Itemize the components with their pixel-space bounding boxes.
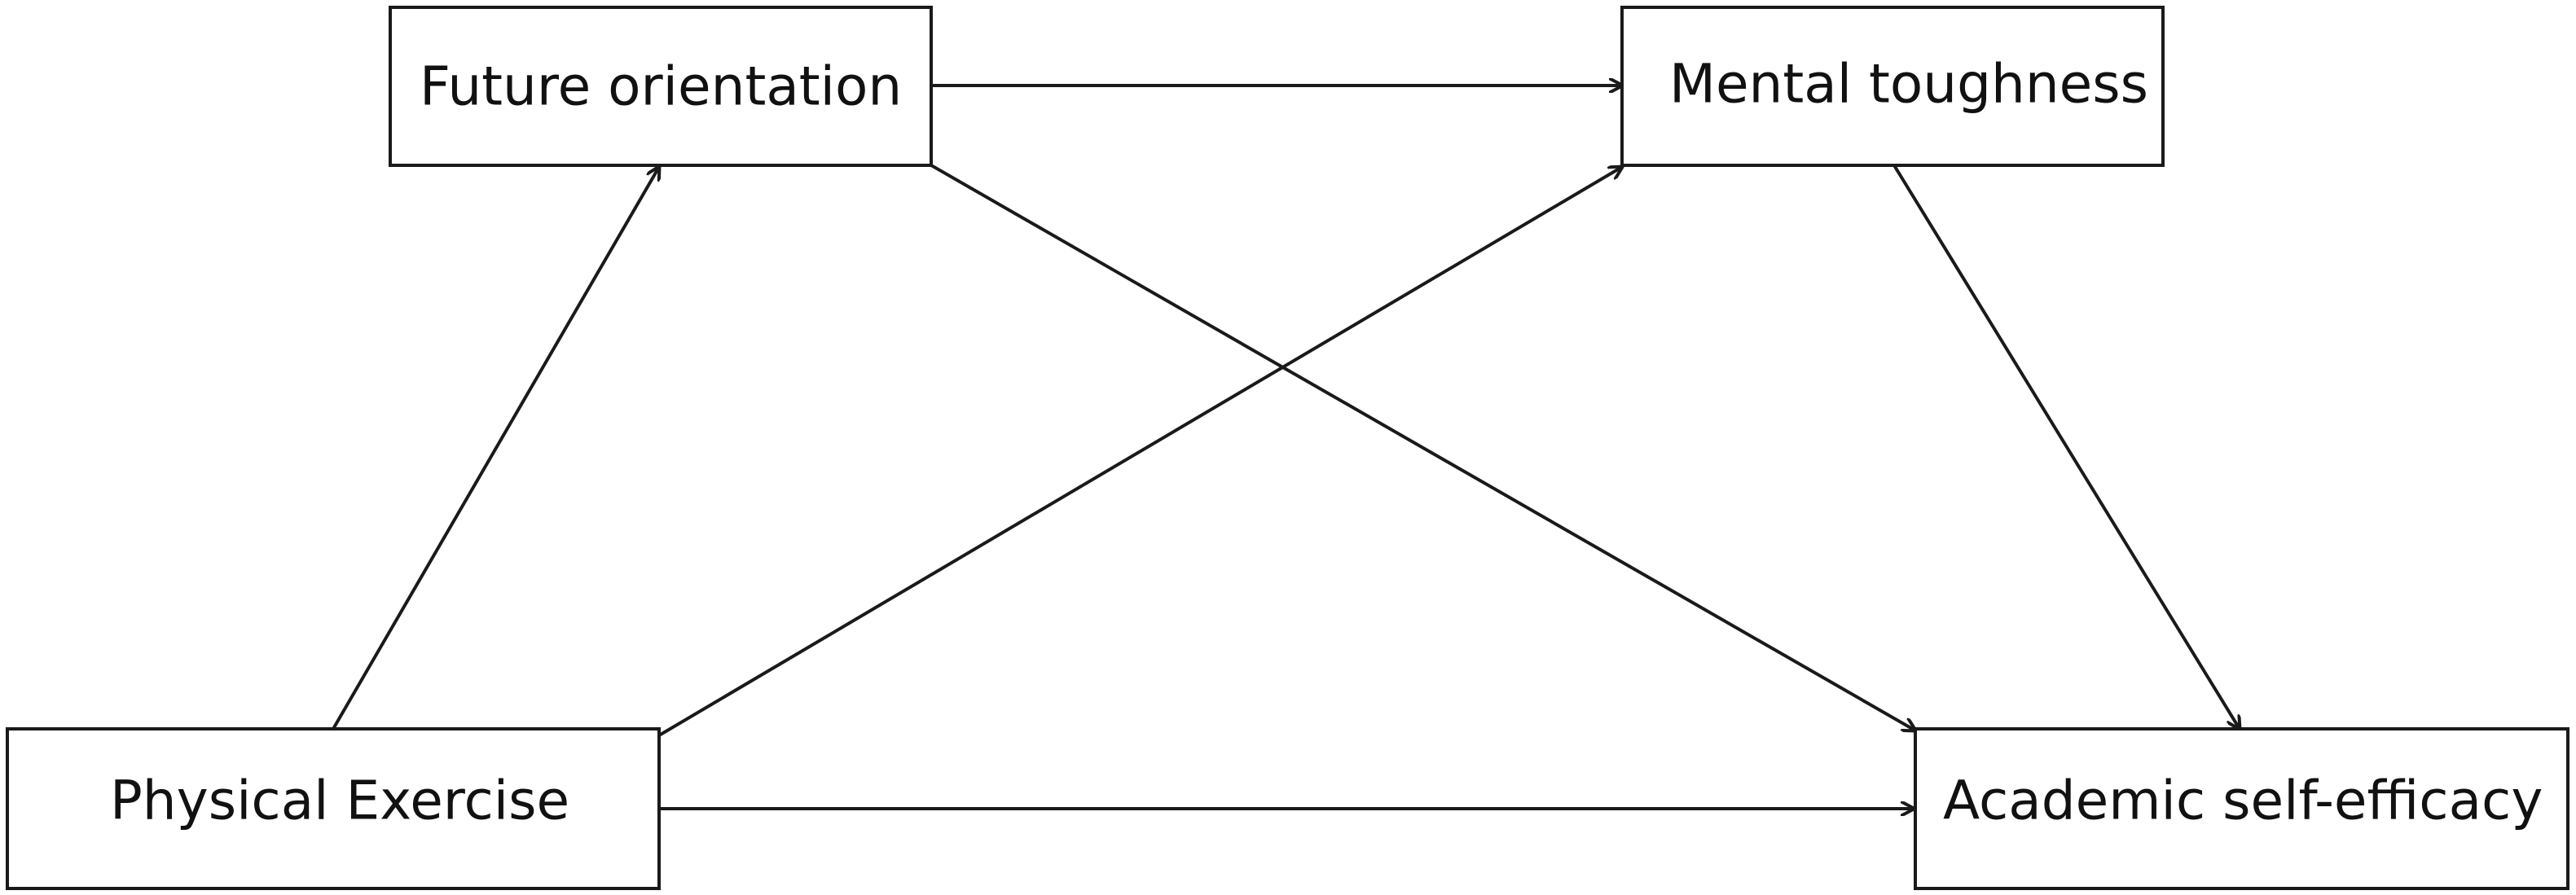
edge-future-orientation-to-academic-self-efficacy: [930, 164, 1915, 730]
edge-physical-exercise-to-future-orientation: [332, 167, 659, 730]
node-label: Mental toughness: [1669, 53, 2148, 116]
node-mental-toughness: Mental toughness: [1620, 6, 2165, 167]
node-box: [1620, 6, 2165, 167]
node-label: Physical Exercise: [110, 770, 569, 832]
node-academic-self-efficacy: Academic self-efficacy: [1914, 727, 2569, 890]
node-box: [1914, 727, 2569, 890]
edge-physical-exercise-to-mental-toughness: [657, 167, 1622, 737]
edge-mental-toughness-to-academic-self-efficacy: [1892, 164, 2240, 729]
node-label: Future orientation: [420, 55, 902, 118]
edges-group: [332, 86, 2240, 809]
node-physical-exercise: Physical Exercise: [6, 727, 661, 890]
node-label: Academic self-efficacy: [1943, 770, 2543, 832]
node-future-orientation: Future orientation: [389, 6, 933, 167]
node-box: [6, 727, 661, 890]
node-box: [389, 6, 933, 167]
